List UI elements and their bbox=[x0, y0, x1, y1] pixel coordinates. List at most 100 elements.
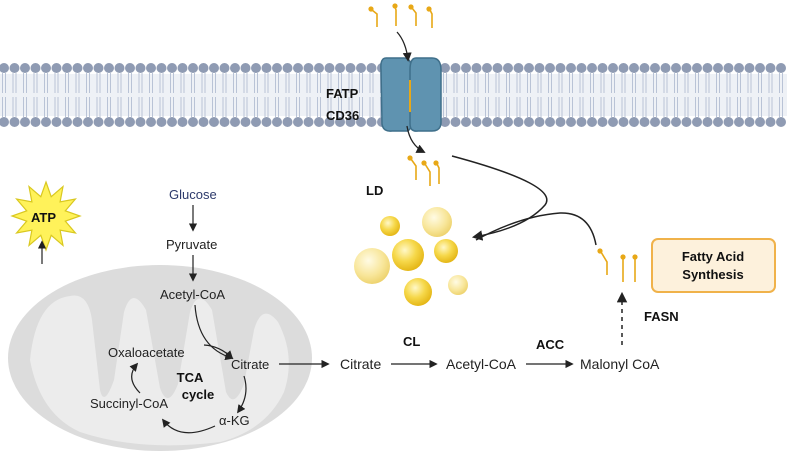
lipid-head bbox=[72, 117, 83, 127]
lipid-head bbox=[20, 117, 30, 127]
lipid-head bbox=[461, 117, 471, 127]
lipid-head bbox=[30, 117, 41, 127]
lipid-head bbox=[219, 63, 230, 73]
lipid-head bbox=[324, 63, 335, 73]
lipid-head bbox=[492, 117, 503, 127]
lipid-head bbox=[366, 63, 377, 73]
lipid-head bbox=[72, 63, 83, 73]
lipid-head bbox=[83, 63, 93, 73]
lipid-head bbox=[293, 63, 303, 73]
lipid-head bbox=[345, 117, 356, 127]
lipid-head bbox=[0, 117, 9, 127]
lipid-head bbox=[482, 117, 492, 127]
lipid-head bbox=[261, 117, 272, 127]
lipid-droplet bbox=[434, 239, 458, 263]
fasn-enzyme-label: FASN bbox=[644, 309, 679, 324]
lipid-head bbox=[461, 63, 471, 73]
lipid-head bbox=[198, 63, 209, 73]
lipid-head bbox=[503, 63, 513, 73]
lipid-head bbox=[534, 117, 545, 127]
lipid-droplet bbox=[404, 278, 432, 306]
lipid-head bbox=[282, 117, 293, 127]
lipid-head bbox=[9, 63, 20, 73]
lipid-head bbox=[30, 63, 41, 73]
fatty-acid-synthesis-line1: Fatty Acid bbox=[682, 249, 744, 264]
lipid-head bbox=[681, 117, 692, 127]
tca-citrate-label: Citrate bbox=[231, 357, 269, 372]
lipid-head bbox=[660, 117, 671, 127]
lipid-head bbox=[555, 63, 566, 73]
lipid-head bbox=[240, 63, 251, 73]
lipid-head bbox=[240, 117, 251, 127]
lipid-head bbox=[734, 63, 744, 73]
lipid-head bbox=[513, 63, 524, 73]
lipid-head bbox=[482, 63, 492, 73]
lipid-head bbox=[303, 63, 314, 73]
oxaloacetate-label: Oxaloacetate bbox=[108, 345, 185, 360]
lipid-head bbox=[146, 117, 156, 127]
lipid-head bbox=[671, 63, 681, 73]
alpha-kg-label: α-KG bbox=[219, 413, 250, 428]
lipid-head bbox=[629, 63, 639, 73]
lipid-head bbox=[650, 63, 660, 73]
lipid-head bbox=[471, 63, 482, 73]
lipid-head bbox=[209, 117, 219, 127]
lipid-head bbox=[230, 63, 240, 73]
lipid-head bbox=[0, 63, 9, 73]
lipid-head bbox=[314, 63, 324, 73]
succinyl-coa-label: Succinyl-CoA bbox=[90, 396, 168, 411]
lipid-head bbox=[776, 117, 786, 127]
lipid-head bbox=[261, 63, 272, 73]
fatty-acids-inside bbox=[407, 155, 440, 186]
lipid-head bbox=[566, 117, 576, 127]
cl-enzyme-label: CL bbox=[403, 334, 420, 349]
lipid-head bbox=[702, 117, 713, 127]
lipid-head bbox=[597, 117, 608, 127]
lipid-head bbox=[713, 117, 723, 127]
lipid-head bbox=[639, 63, 650, 73]
lipid-head bbox=[660, 63, 671, 73]
lipid-droplet bbox=[448, 275, 468, 295]
lipid-head bbox=[62, 63, 72, 73]
lipid-head bbox=[713, 63, 723, 73]
lipid-head bbox=[545, 117, 555, 127]
lipid-head bbox=[209, 63, 219, 73]
atp-label: ATP bbox=[31, 210, 56, 225]
lipid-head bbox=[545, 63, 555, 73]
tca-cycle-subtitle: cycle bbox=[182, 387, 215, 402]
lipid-head bbox=[104, 117, 114, 127]
uptake-to-ld-arrow bbox=[451, 155, 548, 241]
lipid-head bbox=[188, 63, 198, 73]
lipid-head bbox=[513, 117, 524, 127]
lipid-head bbox=[282, 63, 293, 73]
lipid-head bbox=[41, 117, 51, 127]
uptake-arrow-in bbox=[396, 31, 412, 62]
cyto-acetylcoa-label: Acetyl-CoA bbox=[446, 356, 517, 372]
lipid-head bbox=[450, 63, 461, 73]
lipid-head bbox=[272, 117, 282, 127]
lipid-head bbox=[587, 117, 597, 127]
lipid-head bbox=[9, 117, 20, 127]
cd36-label: CD36 bbox=[326, 108, 359, 123]
lipid-head bbox=[765, 63, 776, 73]
lipid-head bbox=[156, 63, 167, 73]
lipid-droplet bbox=[354, 248, 390, 284]
fatty-acid-synthesis-box bbox=[651, 238, 776, 293]
lipid-droplet bbox=[380, 216, 400, 236]
lipid-head bbox=[251, 63, 261, 73]
mitochondrion bbox=[8, 265, 312, 451]
lipid-head bbox=[639, 117, 650, 127]
lipid-head bbox=[93, 117, 104, 127]
lipid-head bbox=[492, 63, 503, 73]
lipid-droplet-label: LD bbox=[366, 183, 383, 198]
tca-cycle-title: TCA bbox=[177, 370, 204, 385]
lipid-head bbox=[755, 117, 765, 127]
lipid-head bbox=[524, 117, 534, 127]
lipid-head bbox=[167, 117, 177, 127]
tca-cycle-arrows bbox=[129, 344, 247, 434]
lipid-head bbox=[692, 117, 702, 127]
lipid-head bbox=[597, 63, 608, 73]
lipid-head bbox=[608, 117, 618, 127]
glucose-label: Glucose bbox=[169, 187, 217, 202]
